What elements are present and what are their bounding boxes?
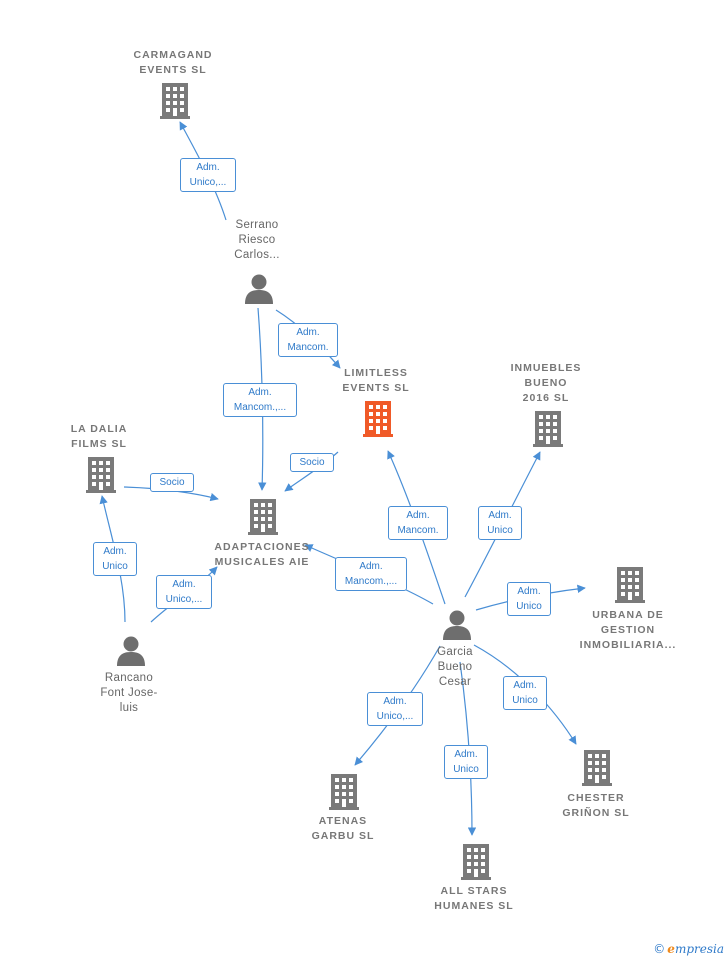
node-label-urbana[interactable]: URBANA DE GESTION INMOBILIARIA... bbox=[579, 609, 677, 651]
edge-label-serrano-to-carmagand[interactable]: Adm. Unico,... bbox=[180, 158, 236, 192]
node-label-serrano[interactable]: Serrano Riesco Carlos... bbox=[234, 219, 280, 261]
edge-label-garcia-to-urbana[interactable]: Adm. Unico bbox=[507, 582, 551, 616]
copyright-icon: © bbox=[653, 942, 666, 956]
edge-label-rancano-to-adaptaciones[interactable]: Adm. Unico,... bbox=[156, 575, 212, 609]
node-label-garcia[interactable]: Garcia Bueno Cesar bbox=[437, 646, 473, 688]
node-label-inmuebles[interactable]: INMUEBLES BUENO 2016 SL bbox=[510, 362, 582, 404]
person-icon-rancano[interactable] bbox=[117, 636, 145, 667]
building-icon-inmuebles[interactable] bbox=[533, 411, 563, 447]
edge-label-rancano-to-ladalia[interactable]: Adm. Unico bbox=[93, 542, 137, 576]
edge-label-garcia-to-adaptaciones[interactable]: Adm. Mancom.,... bbox=[335, 557, 407, 591]
node-label-carmagand[interactable]: CARMAGAND EVENTS SL bbox=[133, 49, 213, 76]
node-label-rancano[interactable]: Rancano Font Jose- luis bbox=[100, 672, 158, 714]
building-icon-carmagand[interactable] bbox=[160, 83, 190, 119]
empresia-logo: ©empresia bbox=[653, 942, 724, 956]
person-icon-serrano[interactable] bbox=[245, 274, 273, 305]
building-icon-ladalia[interactable] bbox=[86, 457, 116, 493]
person-icon-garcia[interactable] bbox=[443, 610, 471, 641]
edge-label-serrano-to-adaptaciones[interactable]: Adm. Mancom.,... bbox=[223, 383, 297, 417]
building-icon-allstars[interactable] bbox=[461, 844, 491, 880]
edge-label-garcia-to-limitless[interactable]: Adm. Mancom. bbox=[388, 506, 448, 540]
edge-label-garcia-to-allstars[interactable]: Adm. Unico bbox=[444, 745, 488, 779]
node-label-limitless[interactable]: LIMITLESS EVENTS SL bbox=[342, 367, 410, 394]
node-label-chester[interactable]: CHESTER GRIÑON SL bbox=[562, 792, 630, 819]
building-icon-urbana[interactable] bbox=[615, 567, 645, 603]
edge-label-garcia-to-atenas[interactable]: Adm. Unico,... bbox=[367, 692, 423, 726]
edge-label-serrano-to-limitless[interactable]: Adm. Mancom. bbox=[278, 323, 338, 357]
edge-label-garcia-to-inmuebles[interactable]: Adm. Unico bbox=[478, 506, 522, 540]
building-icon-atenas[interactable] bbox=[329, 774, 359, 810]
building-icon-chester[interactable] bbox=[582, 750, 612, 786]
edge-label-ladalia-to-adaptaciones[interactable]: Socio bbox=[150, 473, 194, 492]
node-label-adaptaciones[interactable]: ADAPTACIONES MUSICALES AIE bbox=[214, 541, 310, 568]
node-label-allstars[interactable]: ALL STARS HUMANES SL bbox=[434, 885, 514, 912]
edge-label-garcia-to-chester[interactable]: Adm. Unico bbox=[503, 676, 547, 710]
node-label-ladalia[interactable]: LA DALIA FILMS SL bbox=[70, 423, 128, 450]
building-icon-limitless[interactable] bbox=[363, 401, 393, 437]
node-label-atenas[interactable]: ATENAS GARBU SL bbox=[311, 815, 375, 842]
building-icon-adaptaciones[interactable] bbox=[248, 499, 278, 535]
edge-label-limitless-to-adaptaciones[interactable]: Socio bbox=[290, 453, 334, 472]
